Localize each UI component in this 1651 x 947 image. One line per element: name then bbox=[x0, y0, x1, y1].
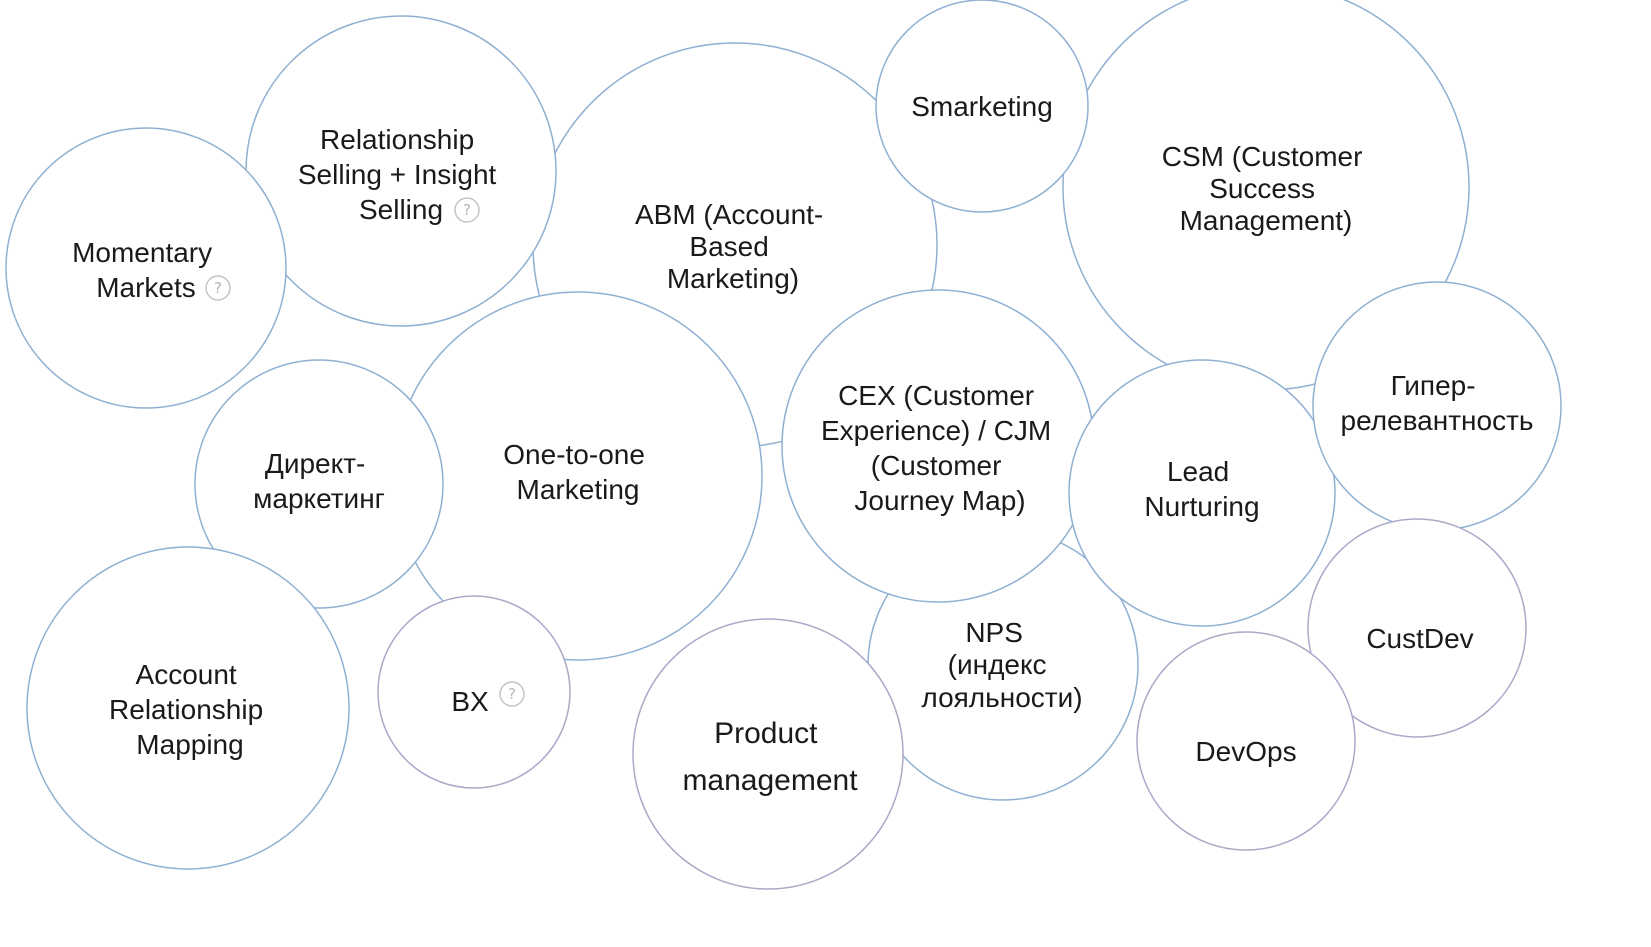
bubble-label: Product management bbox=[682, 717, 858, 797]
bubble-smarketing[interactable]: Smarketing bbox=[875, 0, 1089, 213]
bubble-label: ABM (Account- Based Marketing) bbox=[635, 199, 831, 294]
bubble-label: DevOps bbox=[1195, 736, 1296, 767]
bubble-bx[interactable]: BX ? bbox=[377, 595, 571, 789]
bubble-label: One-to-one Marketing bbox=[503, 439, 652, 505]
bubble-label: CEX (Customer Experience) / CJM (Custome… bbox=[821, 380, 1059, 516]
question-icon[interactable]: ? bbox=[454, 197, 480, 223]
bubble-hyper-relevance[interactable]: Гипер- релевантность bbox=[1312, 281, 1562, 531]
bubble-label: Smarketing bbox=[911, 91, 1053, 122]
bubble-one-to-one[interactable]: One-to-one Marketing bbox=[393, 291, 763, 661]
bubble-label: Relationship Selling + Insight Selling bbox=[298, 124, 504, 225]
bubble-label: BX bbox=[451, 686, 489, 717]
bubble-label: Директ- маркетинг bbox=[253, 448, 385, 514]
bubble-label: CustDev bbox=[1366, 623, 1473, 654]
bubble-cex-cjm[interactable]: CEX (Customer Experience) / CJM (Custome… bbox=[781, 289, 1095, 603]
svg-text:?: ? bbox=[463, 201, 471, 219]
bubble-relationship-selling[interactable]: Relationship Selling + Insight Selling ? bbox=[245, 15, 557, 327]
bubble-label: NPS (индекс лояльности) bbox=[921, 617, 1082, 713]
bubble-account-relationship-mapping[interactable]: Account Relationship Mapping bbox=[26, 546, 350, 870]
bubble-label: Lead Nurturing bbox=[1144, 456, 1259, 522]
bubble-label: CSM (Customer Success Management) bbox=[1162, 141, 1370, 236]
bubble-csm[interactable]: CSM (Customer Success Management) bbox=[1062, 0, 1470, 391]
bubble-lead-nurturing[interactable]: Lead Nurturing bbox=[1068, 359, 1336, 627]
bubble-custdev[interactable]: CustDev bbox=[1307, 518, 1527, 738]
question-icon[interactable]: ? bbox=[205, 275, 231, 301]
bubble-direct-marketing[interactable]: Директ- маркетинг bbox=[194, 359, 444, 609]
bubble-label: Momentary Markets bbox=[72, 237, 220, 303]
bubble-momentary-markets[interactable]: Momentary Markets ? bbox=[5, 127, 287, 409]
svg-text:?: ? bbox=[508, 685, 516, 703]
question-icon[interactable]: ? bbox=[499, 681, 525, 707]
svg-text:?: ? bbox=[214, 279, 222, 297]
bubble-product-management[interactable]: Product management bbox=[632, 618, 904, 890]
bubble-label: Account Relationship Mapping bbox=[109, 659, 271, 760]
bubble-devops[interactable]: DevOps bbox=[1136, 631, 1356, 851]
bubble-label: Гипер- релевантность bbox=[1341, 370, 1534, 436]
